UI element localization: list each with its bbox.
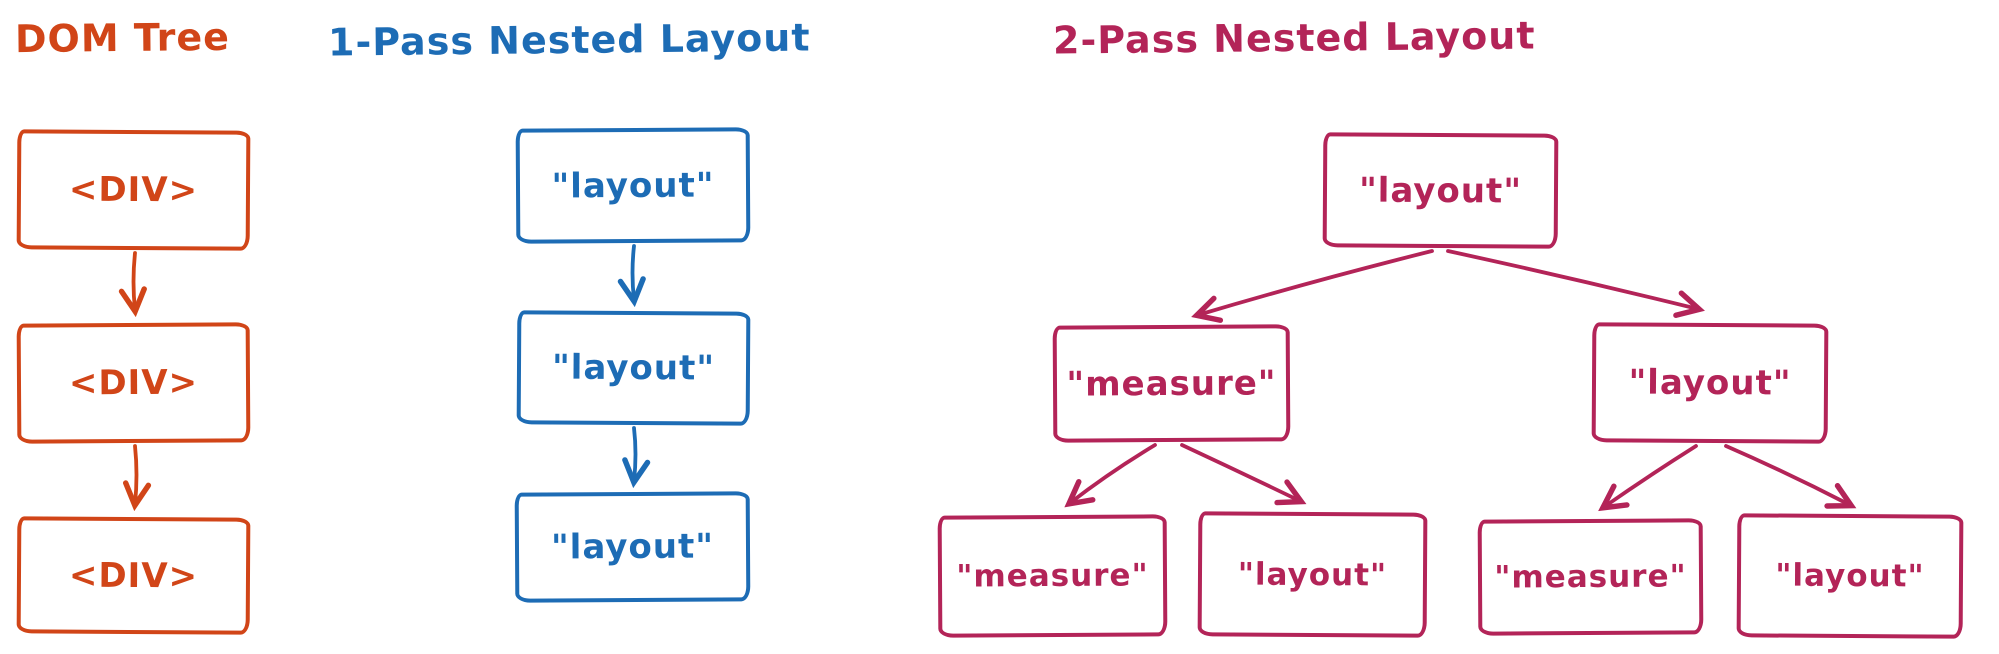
column-title-2-pass-nested-layout: 2-Pass Nested Layout <box>1052 13 1536 63</box>
dom-tree-node-3: <DIV> <box>16 516 251 635</box>
arrow-onepass-2-3 <box>634 426 636 481</box>
one-pass-node-2: "layout" <box>516 310 751 426</box>
two-pass-leaf-measure-1: "measure" <box>937 514 1168 638</box>
dom-tree-node-2: <DIV> <box>16 322 251 444</box>
arrow-dom-1-2 <box>134 251 136 310</box>
two-pass-leaf-layout-1: "layout" <box>1197 511 1428 638</box>
arrow-layout-to-layout <box>1724 444 1850 505</box>
two-pass-leaf-layout-2: "layout" <box>1736 513 1964 639</box>
two-pass-root-layout: "layout" <box>1322 132 1559 249</box>
one-pass-node-3: "layout" <box>514 491 751 603</box>
arrow-dom-2-3 <box>135 444 137 504</box>
two-pass-level2-layout: "layout" <box>1591 322 1829 444</box>
column-title-dom-tree: DOM Tree <box>14 14 231 62</box>
one-pass-node-1: "layout" <box>515 127 751 244</box>
dom-tree-node-1: <DIV> <box>16 129 251 251</box>
arrow-root-to-measure <box>1198 249 1434 315</box>
arrow-layout-to-measure <box>1604 444 1698 507</box>
arrow-root-to-layout <box>1446 249 1698 309</box>
arrow-measure-to-layout <box>1180 443 1300 501</box>
two-pass-level2-measure: "measure" <box>1052 324 1291 443</box>
column-title-1-pass-nested-layout: 1-Pass Nested Layout <box>327 15 811 65</box>
arrow-onepass-1-2 <box>633 244 635 300</box>
two-pass-leaf-measure-2: "measure" <box>1477 518 1704 636</box>
arrow-measure-to-measure <box>1070 443 1157 503</box>
